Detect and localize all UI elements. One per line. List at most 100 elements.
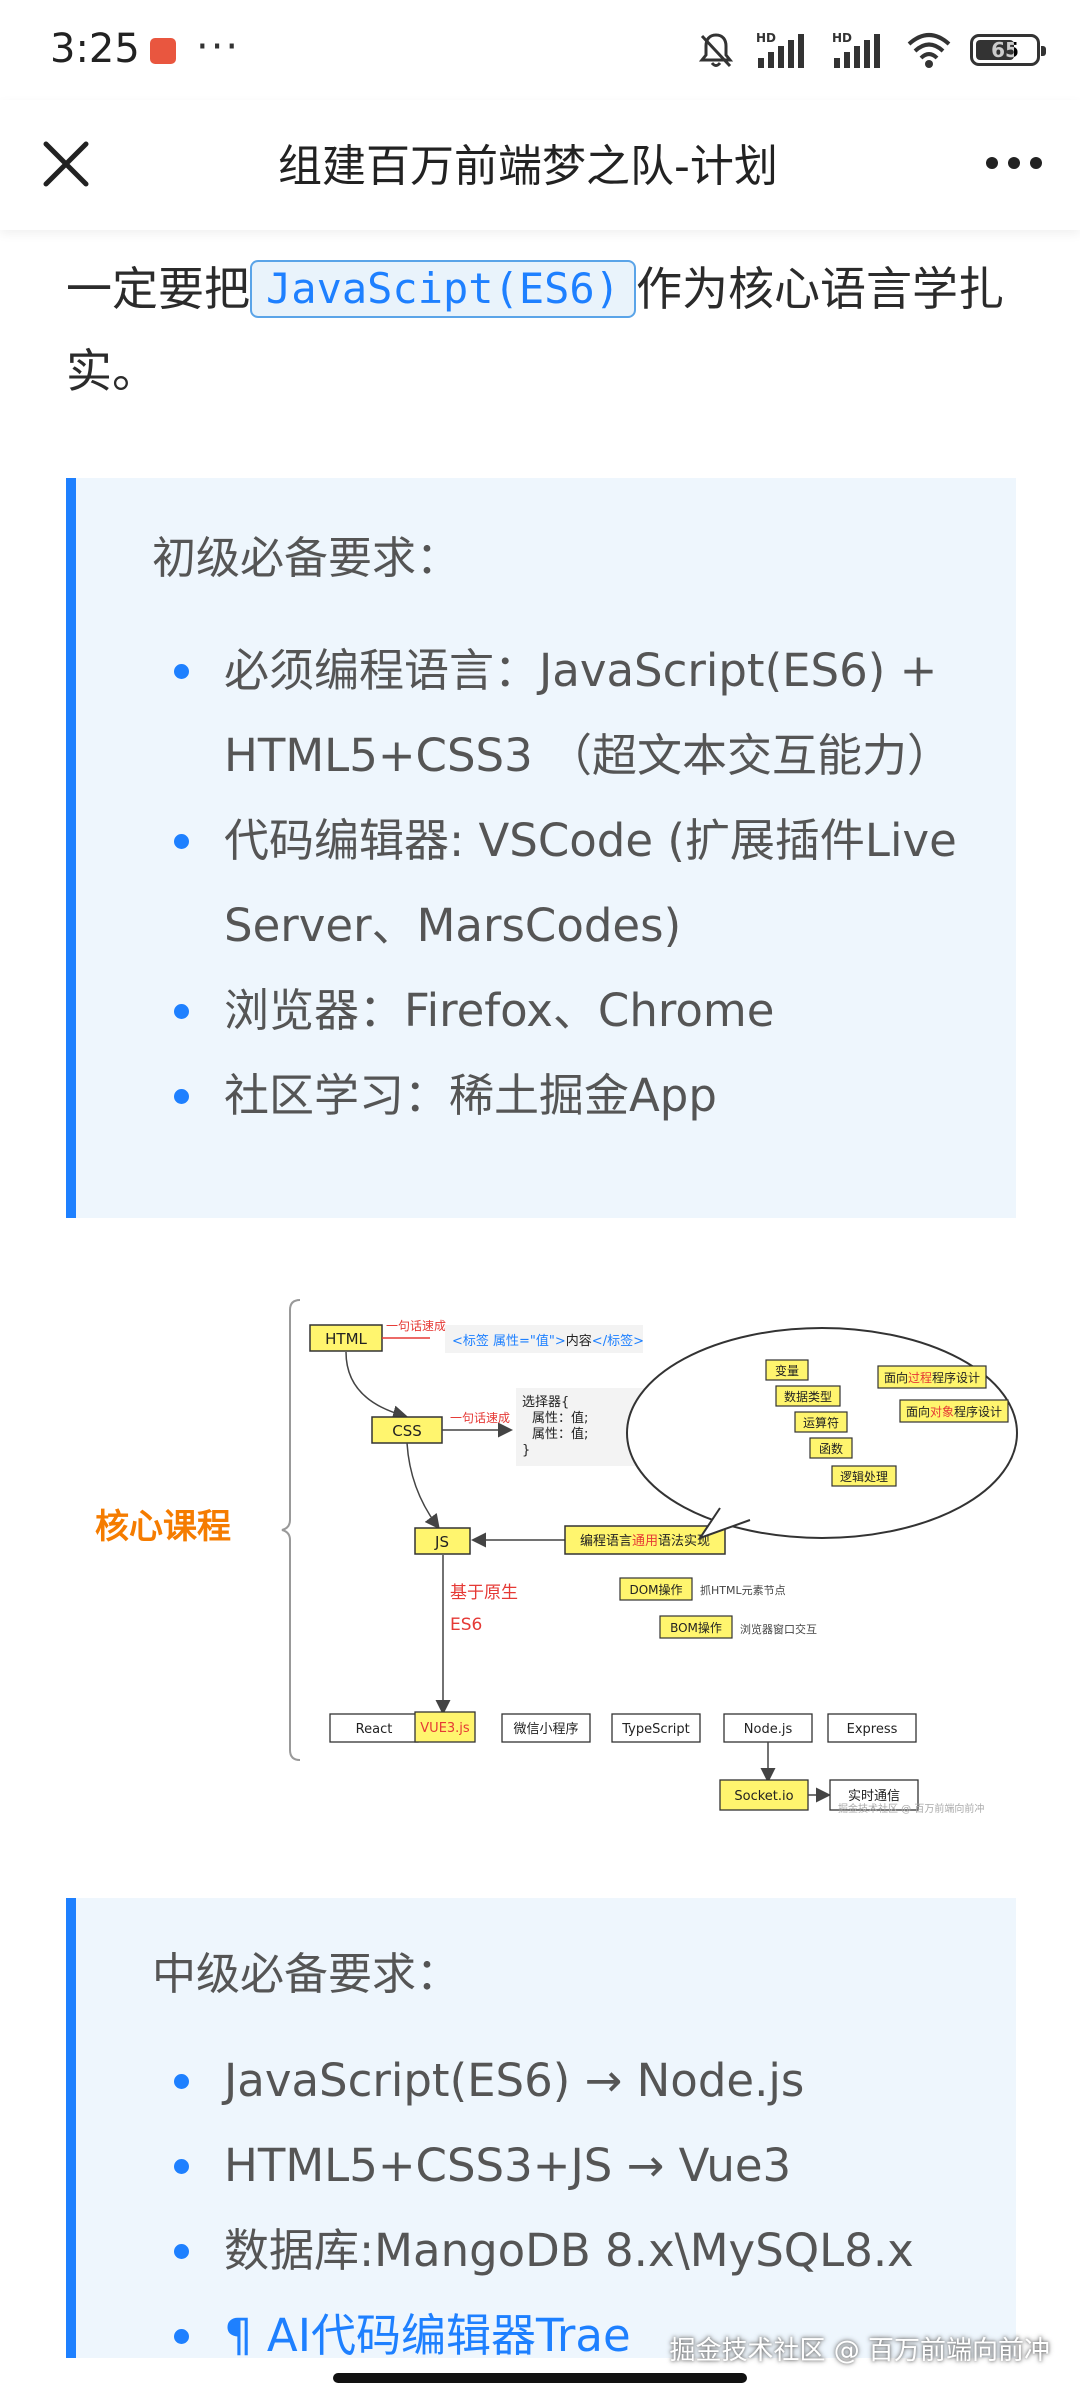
vue3-box (414, 1711, 476, 1743)
bubble-item-box (831, 1465, 897, 1487)
procedural-post: 程序设计 (932, 1370, 980, 1385)
home-indicator[interactable] (333, 2373, 747, 2383)
wechat-miniprogram-label: 微信小程序 (513, 1722, 578, 1737)
procedural-box (877, 1365, 987, 1389)
svg-text:HD: HD (832, 31, 852, 45)
status-bar: 3:25 ··· HD HD (0, 0, 1080, 100)
react-box (329, 1713, 419, 1743)
ai-editor-link[interactable]: ¶ AI代码编辑器Trae (152, 2293, 1002, 2378)
top-nav-bar: 组建百万前端梦之队-计划 (0, 100, 1080, 230)
requirements-list: JavaScript(ES6) → Node.js HTML5+CSS3+JS … (152, 2038, 1002, 2378)
css-note: 一句话速成 (450, 1411, 510, 1425)
css-code-line: 属性：值; (532, 1410, 588, 1426)
css-code-line: 属性：值; (532, 1426, 588, 1442)
dom-desc: 抓HTML元素节点 (700, 1583, 786, 1597)
card-heading: 中级必备要求： (152, 1949, 460, 2000)
vue3-box-label: VUE3.js (420, 1721, 470, 1736)
realtime-box (829, 1779, 919, 1811)
html-code-close: </标签> (592, 1333, 644, 1349)
oop-pre: 面向 (906, 1404, 930, 1419)
list-item: 代码编辑器: VSCode (扩展插件Live Server、MarsCodes… (152, 798, 1002, 968)
lang-impl-box (564, 1525, 726, 1555)
typescript-box (611, 1713, 701, 1743)
css-code-line: } (522, 1443, 530, 1458)
css-code-line: 选择器{ (522, 1395, 569, 1410)
nodejs-box (723, 1713, 813, 1743)
bubble-item-box (794, 1411, 848, 1433)
oop-highlight: 对象 (930, 1405, 954, 1419)
css-box-label: CSS (392, 1422, 422, 1440)
react-box-label: React (356, 1722, 393, 1737)
battery-level: 65 (991, 38, 1019, 62)
html-note: 一句话速成 (386, 1319, 446, 1333)
bubble-item: 逻辑处理 (840, 1470, 888, 1484)
oop-box (899, 1399, 1009, 1423)
es6-label: ES6 (450, 1615, 482, 1635)
list-item: 必须编程语言：JavaScript(ES6) + HTML5+CSS3 （超文本… (152, 628, 1002, 798)
core-course-diagram[interactable]: 核心课程 HTML 一句话速成 <标签 属性="值">内容</标签> CSS 一… (60, 1280, 1020, 1840)
html-code-content: 内容 (566, 1333, 592, 1349)
lang-impl-pre: 编程语言 (580, 1534, 632, 1549)
status-icons: HD HD 65 (696, 30, 1046, 70)
dom-box (619, 1577, 693, 1601)
express-box (827, 1713, 917, 1743)
js-box-label: JS (434, 1533, 449, 1551)
diagram-watermark: 掘金技术社区 @ 百万前端向前冲 (838, 1802, 984, 1815)
card-heading: 初级必备要求： (152, 533, 460, 584)
procedural-pre: 面向 (884, 1370, 908, 1385)
bubble-item-box (809, 1437, 853, 1459)
bom-box (659, 1615, 733, 1639)
more-icon[interactable] (984, 148, 1044, 178)
native-label: 基于原生 (450, 1583, 518, 1603)
procedural-highlight: 过程 (908, 1370, 932, 1385)
page-title: 组建百万前端梦之队-计划 (278, 141, 778, 192)
html-box-label: HTML (325, 1330, 367, 1348)
realtime-label: 实时通信 (848, 1789, 900, 1804)
lang-impl-highlight: 通用 (632, 1534, 658, 1549)
css-code-panel (516, 1388, 644, 1466)
concept-bubble (626, 1327, 1018, 1539)
wifi-icon (907, 33, 951, 68)
inline-code: JavaScipt(ES6) (250, 260, 637, 318)
svg-text:编程语言通用语法实现: 编程语言通用语法实现 (580, 1534, 710, 1549)
js-box (414, 1527, 471, 1555)
bubble-item: 函数 (819, 1441, 843, 1456)
app-icon (150, 38, 176, 64)
wechat-miniprogram-box (501, 1713, 591, 1743)
more-notifications-icon: ··· (196, 24, 241, 70)
intermediate-requirements-card: 中级必备要求： JavaScript(ES6) → Node.js HTML5+… (66, 1898, 1016, 2362)
hd-signal-icon: HD (756, 31, 804, 68)
list-item: 数据库:MangoDB 8.x\MySQL8.x (152, 2208, 1002, 2293)
requirements-list: 必须编程语言：JavaScript(ES6) + HTML5+CSS3 （超文本… (152, 628, 1002, 1138)
intro-text-after: 作为核心语言学扎实。 (66, 262, 1005, 398)
html-code-panel (445, 1325, 643, 1353)
list-item: 浏览器：Firefox、Chrome (152, 968, 1002, 1053)
svg-text:HD: HD (756, 31, 776, 45)
list-item: 社区学习：稀土掘金App (152, 1053, 1002, 1138)
express-label: Express (847, 1722, 898, 1737)
bubble-item: 数据类型 (784, 1389, 832, 1404)
html-code-tag: <标签 属性="值"> (452, 1333, 566, 1349)
dom-box-label: DOM操作 (629, 1582, 682, 1597)
bubble-item: 变量 (775, 1363, 799, 1378)
nodejs-label: Node.js (744, 1722, 793, 1737)
bubble-item-box (775, 1385, 841, 1407)
svg-text:<标签 属性="值">内容</标签>: <标签 属性="值">内容</标签> (452, 1333, 644, 1349)
bubble-item: 运算符 (803, 1415, 839, 1430)
hd-signal-icon: HD (832, 31, 880, 68)
oop-post: 程序设计 (954, 1404, 1002, 1419)
socketio-label: Socket.io (734, 1789, 793, 1804)
battery-icon: 65 (970, 34, 1046, 66)
beginner-requirements-card: 初级必备要求： 必须编程语言：JavaScript(ES6) + HTML5+C… (66, 478, 1016, 1218)
mute-bell-icon (698, 33, 734, 68)
bubble-item-box (765, 1359, 809, 1381)
svg-text:面向对象程序设计: 面向对象程序设计 (906, 1404, 1002, 1419)
typescript-label: TypeScript (621, 1722, 690, 1737)
status-time: 3:25 (50, 26, 140, 72)
list-item: JavaScript(ES6) → Node.js (152, 2038, 1002, 2123)
core-course-label: 核心课程 (95, 1507, 231, 1547)
bom-desc: 浏览器窗口交互 (740, 1622, 817, 1636)
svg-text:面向过程程序设计: 面向过程程序设计 (884, 1370, 980, 1385)
close-icon[interactable] (36, 134, 96, 194)
